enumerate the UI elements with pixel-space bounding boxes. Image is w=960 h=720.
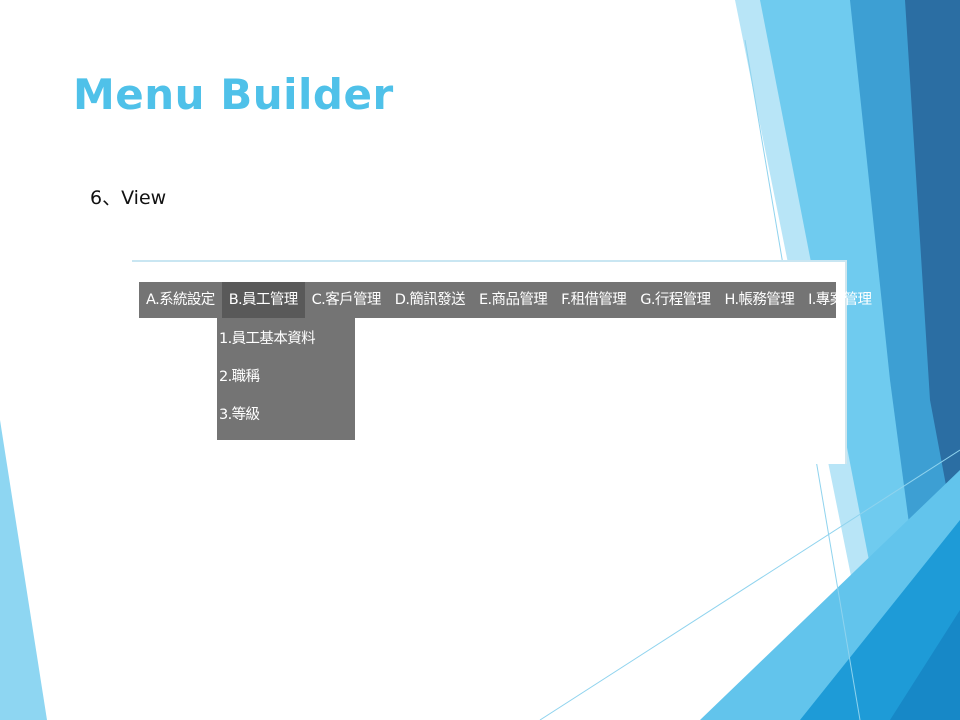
menu-item-employee-management[interactable]: B.員工管理 xyxy=(221,282,305,318)
menu-item-system-settings[interactable]: A.系統設定 xyxy=(146,292,215,308)
menu-item-accounting-management[interactable]: H.帳務管理 xyxy=(724,292,795,308)
step-label: 6、View xyxy=(90,187,167,209)
left-accent-shape xyxy=(0,420,47,720)
menu-item-rental-management[interactable]: F.租借管理 xyxy=(561,292,627,308)
menu-screenshot: A.系統設定 B.員工管理 C.客戶管理 D.簡訊發送 E.商品管理 F.租借管… xyxy=(132,260,872,464)
submenu-item-job-title[interactable]: 2.職稱 xyxy=(219,369,260,385)
menu-item-sms-sending[interactable]: D.簡訊發送 xyxy=(394,292,466,308)
right-lower-blue-facet xyxy=(800,520,960,720)
right-dark-facet xyxy=(905,0,960,560)
submenu-item-level[interactable]: 3.等級 xyxy=(219,407,260,423)
menu-item-itinerary-management[interactable]: G.行程管理 xyxy=(640,292,711,308)
menu-item-project-management[interactable]: I.專案管理 xyxy=(808,292,872,308)
menu-item-product-management[interactable]: E.商品管理 xyxy=(478,292,548,308)
submenu-item-employee-basic-data[interactable]: 1.員工基本資料 xyxy=(219,331,316,347)
slide-title: Menu Builder xyxy=(73,70,394,119)
menu-bar: A.系統設定 B.員工管理 C.客戶管理 D.簡訊發送 E.商品管理 F.租借管… xyxy=(139,282,872,318)
menu-item-customer-management[interactable]: C.客戶管理 xyxy=(311,292,382,308)
employee-submenu: 1.員工基本資料 2.職稱 3.等級 xyxy=(217,318,355,440)
right-lower-deep-facet xyxy=(890,610,960,720)
thin-line-2 xyxy=(539,449,960,720)
